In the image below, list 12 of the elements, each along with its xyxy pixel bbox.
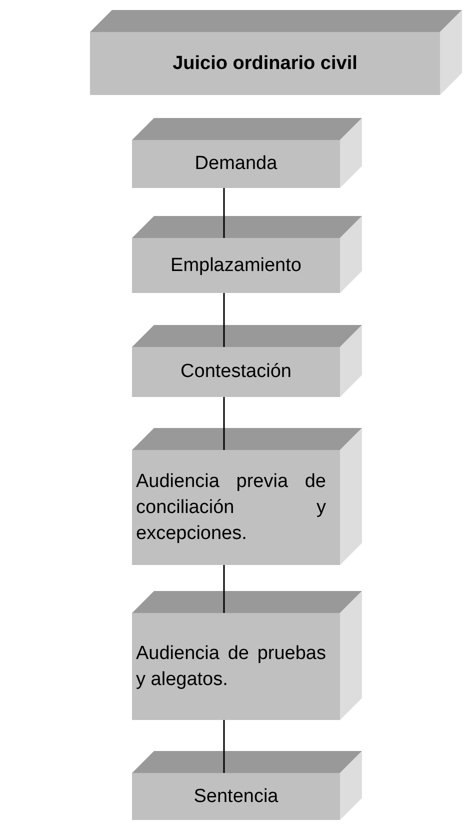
box-label: Emplazamiento bbox=[170, 254, 302, 278]
connector-line bbox=[223, 188, 225, 238]
connector-line bbox=[223, 565, 225, 613]
connector-line bbox=[223, 397, 225, 450]
connector-line bbox=[223, 293, 225, 347]
box-label: Audiencia previa de conciliación y excepciones. bbox=[136, 470, 326, 546]
box-label: Sentencia bbox=[192, 784, 280, 808]
box-label: Audiencia de pruebas y alegatos. bbox=[136, 642, 326, 692]
connector-line bbox=[223, 720, 225, 773]
box-label: Juicio ordinario civil bbox=[172, 52, 358, 76]
box-label: Contestación bbox=[180, 360, 292, 384]
box-label: Demanda bbox=[194, 152, 278, 176]
